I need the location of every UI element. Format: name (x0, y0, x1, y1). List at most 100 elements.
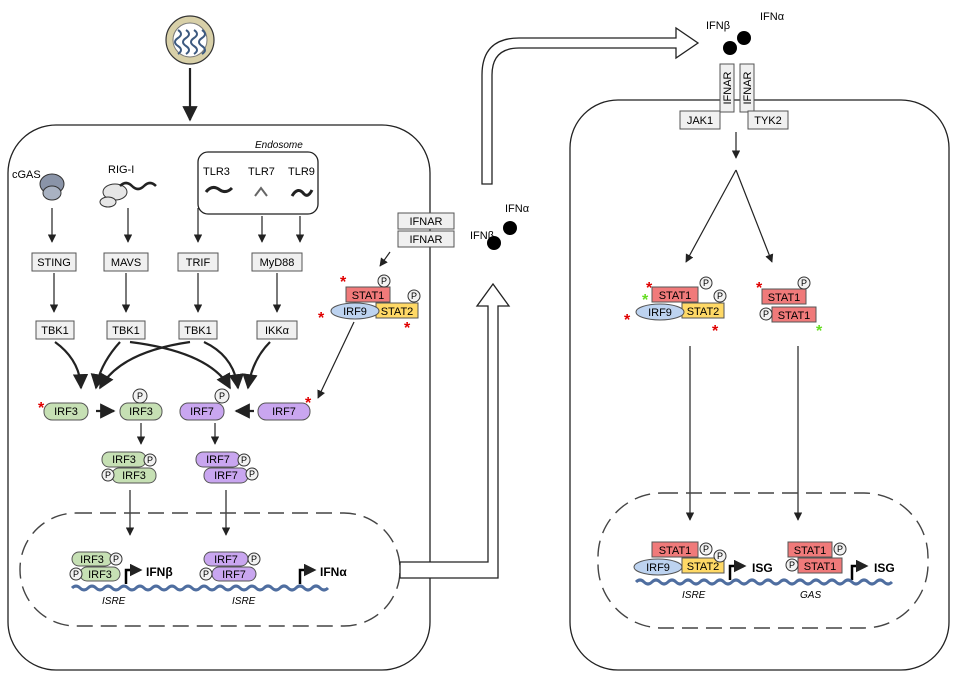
right-cell-membrane (569, 99, 950, 671)
tbk1-box-c (178, 320, 218, 340)
nuc-gas-stat1-top-label: STAT1 (794, 545, 827, 557)
nuc-stat2-label: STAT2 (687, 561, 720, 573)
left-secreted-ifna-ball-icon (503, 221, 517, 235)
tlr9-label: TLR9 (288, 166, 315, 178)
irf7-phospho-icon (214, 388, 230, 404)
nuc-irf3-phospho-a-icon (109, 552, 123, 566)
irf3-dimer-phospho-a-icon (143, 453, 157, 467)
top-ifnb-ball-icon (723, 41, 737, 55)
irf3-dimer-phospho-b-icon (101, 468, 115, 482)
top-ifna-label: IFNα (760, 11, 785, 23)
nuc-irf3-bottom-label: IRF3 (88, 569, 112, 581)
left-stat1-phospho-icon (377, 274, 391, 288)
nuc-gas-phospho-a: P (837, 544, 843, 554)
left-irf9-oval (330, 302, 380, 320)
nuc-irf7-phospho-b: P (203, 569, 209, 579)
tlr3-label: TLR3 (203, 166, 230, 178)
arrow-to-isgf3 (685, 169, 737, 263)
nuc-stat2-phospho-icon (713, 549, 727, 563)
irf3-dimer-top-label: IRF3 (112, 454, 136, 466)
nuc-stat1-box (651, 541, 699, 558)
right-irf9-star-icon: * (624, 312, 631, 329)
tbk1-label-c: TBK1 (184, 325, 212, 337)
tbk1-box-a (35, 320, 75, 340)
irf7-pill (257, 402, 311, 421)
tx-arrow-ifnb (124, 563, 143, 584)
tx-arrow-isg-1 (728, 559, 747, 580)
left-ifnar-top-label: IFNAR (410, 216, 443, 228)
tbk1-label-b: TBK1 (112, 325, 140, 337)
secretion-arrow (399, 282, 511, 579)
irf3-phospho-label: P (137, 391, 143, 401)
right-ifnar-right-label: IFNAR (742, 71, 754, 104)
top-ifnb-label: IFNβ (706, 20, 730, 32)
nuc-stat1-phospho-icon (699, 542, 713, 556)
trif-label: TRIF (186, 257, 211, 269)
isre-2-label: ISRE (232, 596, 256, 607)
arrow-tbk1b-irf3 (90, 341, 121, 390)
isg-2-label: ISG (874, 561, 895, 575)
tlr-receptors-icon (204, 185, 314, 197)
nuc-stat1-label: STAT1 (659, 545, 692, 557)
left-ifnar-bottom-box (397, 230, 455, 248)
nuc-gas-phospho-b-icon (785, 558, 799, 572)
left-irf9-label: IRF9 (343, 306, 367, 318)
nuc-gas-phospho-a-icon (833, 542, 847, 556)
tlr7-label: TLR7 (248, 166, 275, 178)
left-stat1-star-icon: * (340, 274, 347, 291)
left-nucleus (19, 512, 401, 627)
gaf-phospho-a-icon (797, 276, 811, 290)
arrow-tbk1a-irf3 (54, 341, 89, 390)
tbk1-label-a: TBK1 (41, 325, 69, 337)
nuc-stat2-phospho: P (717, 551, 723, 561)
nuc-irf7-top-label: IRF7 (214, 554, 238, 566)
arrow-tbk1b-irf7 (129, 340, 231, 390)
isre-1-label: ISRE (102, 596, 126, 607)
nuc-irf3-phospho-b: P (73, 569, 79, 579)
mavs-label: MAVS (111, 257, 141, 269)
irf3-phospho-icon (132, 388, 148, 404)
right-ifnar-left-box (719, 63, 735, 113)
nuc-irf3-phospho-b-icon (69, 567, 83, 581)
irf7-dimer-phospho-a-icon (237, 453, 251, 467)
nuc-irf9-oval (633, 558, 683, 576)
right-stat1-phospho-icon (699, 276, 713, 290)
nuc-gas-stat1-bottom-label: STAT1 (804, 561, 837, 573)
right-ifnar-right-box (739, 63, 755, 113)
right-stat1-phospho: P (703, 278, 709, 288)
right-nucleus (597, 492, 929, 629)
right-stat2-phospho: P (717, 291, 723, 301)
nuc-ifnb-label: IFNβ (146, 565, 173, 579)
irf3-label: IRF3 (54, 406, 78, 418)
irf3-star-icon: * (38, 400, 45, 417)
right-ifnar-left-label: IFNAR (722, 71, 734, 104)
virus-icon (165, 15, 215, 65)
irf7-p-pill (179, 402, 225, 421)
right-stat1-green-star-icon: * (642, 292, 649, 309)
right-stat2-label: STAT2 (687, 306, 720, 318)
right-dna (634, 578, 894, 586)
irf3-pill (43, 402, 89, 421)
gaf-star-icon: * (756, 280, 763, 297)
arrow-ifnar-isgf3 (379, 251, 391, 267)
tx-arrow-isg-2 (850, 559, 869, 580)
gaf-stat1-top-label: STAT1 (768, 292, 801, 304)
irf7-dimer-bottom-label: IRF7 (214, 470, 238, 482)
irf7-dimer-phospho-b-icon (245, 467, 259, 481)
irf7-dimer-phospho-b: P (249, 469, 255, 479)
left-secreted-ifnb-ball-icon (487, 236, 501, 250)
irf7-phospho-label: P (219, 391, 225, 401)
right-stat2-phospho-icon (713, 289, 727, 303)
arrow-tbk1c-irf7 (203, 341, 244, 390)
arrow-isgf3-irf7 (317, 321, 355, 399)
left-cell-membrane (7, 124, 431, 671)
tx-arrow-ifna (298, 563, 317, 584)
ikka-box (256, 320, 298, 340)
nuc-irf3-top-label: IRF3 (80, 554, 104, 566)
nuc-irf7-phospho-a-icon (247, 552, 261, 566)
left-ifnar-bottom-label: IFNAR (410, 234, 443, 246)
arrow-tbk1c-irf3 (99, 340, 191, 390)
cgas-icon (39, 173, 65, 201)
endosome-label: Endosome (255, 140, 303, 151)
